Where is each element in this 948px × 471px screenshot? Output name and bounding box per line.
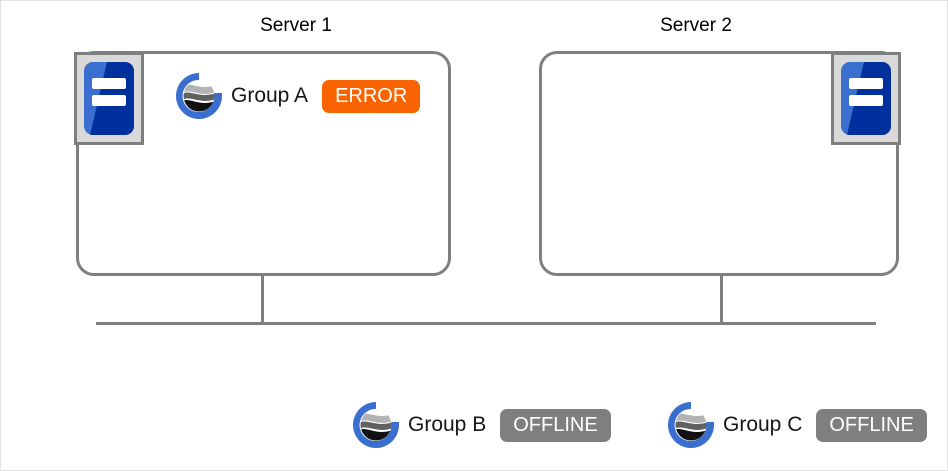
server-icon-bar-bottom [849, 94, 883, 106]
group-a-label: Group A [231, 84, 309, 107]
group-c-label: Group C [723, 413, 803, 436]
group-a-status-badge: ERROR [322, 79, 421, 113]
server-2-icon[interactable] [831, 52, 901, 145]
server-icon-body [841, 62, 891, 135]
server-2-connector [720, 276, 723, 325]
server-icon-body [84, 62, 134, 135]
server-icon-bar-top [849, 78, 883, 89]
server-1-icon[interactable] [74, 52, 144, 145]
server-icon-bar-top [92, 78, 126, 89]
server-1-connector [261, 276, 264, 325]
g-globe-logo-icon [176, 73, 222, 119]
server-2-title: Server 2 [660, 15, 732, 36]
group-b-row[interactable]: Group B OFFLINE [351, 400, 611, 450]
g-globe-logo-icon [353, 402, 399, 448]
group-a-row[interactable]: Group A ERROR [174, 71, 421, 121]
server-1-title: Server 1 [260, 15, 332, 36]
g-globe-logo-icon [668, 402, 714, 448]
group-b-status-badge: OFFLINE [500, 408, 611, 442]
group-c-row[interactable]: Group C OFFLINE [666, 400, 927, 450]
group-b-label: Group B [408, 413, 487, 436]
server-icon-bar-bottom [92, 94, 126, 106]
network-bus-line [96, 322, 876, 325]
server-1-box[interactable]: Group A ERROR [76, 51, 451, 276]
group-c-status-badge: OFFLINE [816, 408, 927, 442]
